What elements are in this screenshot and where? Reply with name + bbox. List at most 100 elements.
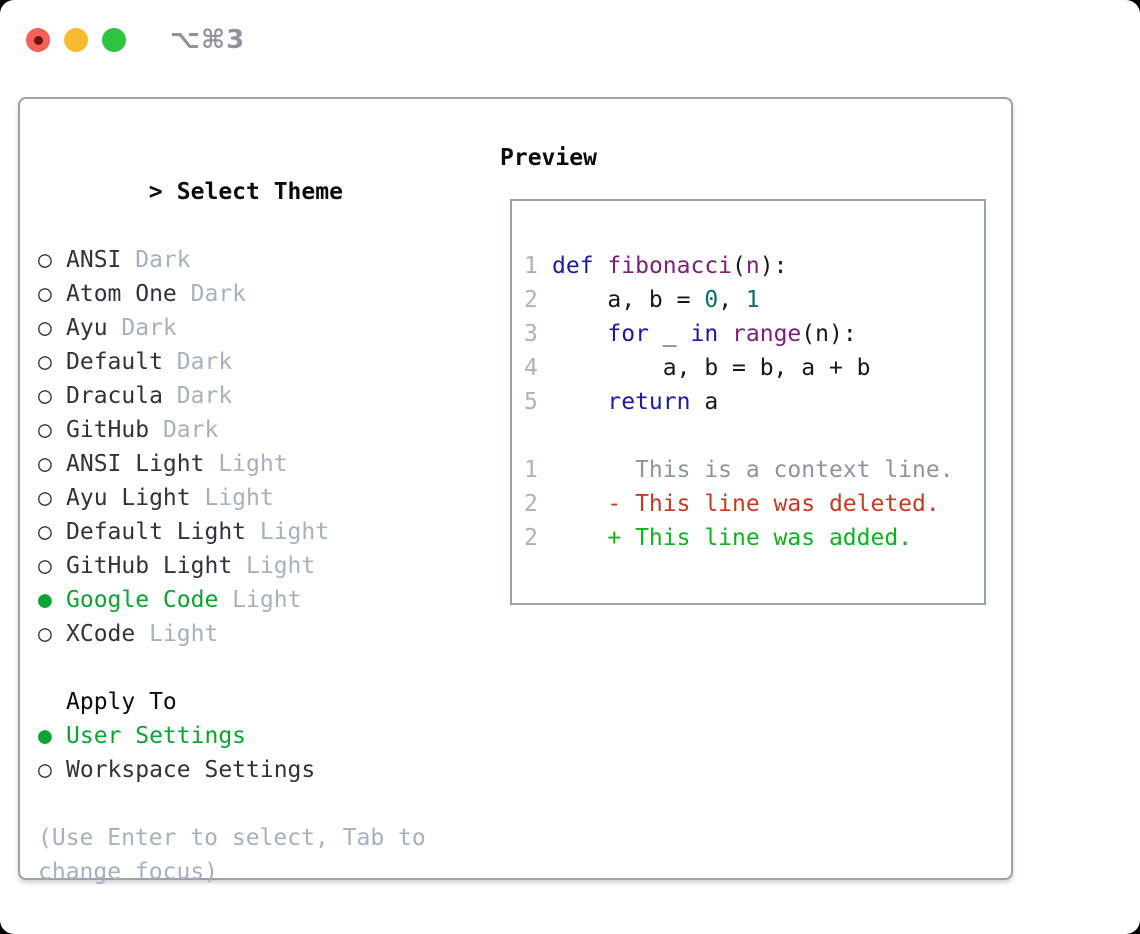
help-line-1: (Use Enter to select, Tab to <box>38 825 426 851</box>
code-token: a, b = b, a + b <box>552 355 871 381</box>
focus-caret-icon: > <box>148 179 163 205</box>
theme-variant: Light <box>204 451 288 477</box>
code-token <box>552 321 607 347</box>
line-number: 5 <box>524 389 538 415</box>
apply-to-header: Apply To <box>66 689 177 715</box>
theme-variant: Dark <box>162 349 233 375</box>
code-token <box>552 389 607 415</box>
code-line: 2 a, b = 0, 1 <box>524 283 984 317</box>
diff-text: - This line was deleted. <box>552 491 940 517</box>
maximize-button[interactable] <box>102 28 126 52</box>
diff-text: + This line was added. <box>552 525 913 551</box>
theme-column: >Select Theme ○ANSI Dark○Atom One Dark○A… <box>38 141 426 889</box>
code-token: a, b = <box>552 287 705 313</box>
diff-line-added: 2 + This line was added. <box>524 521 984 555</box>
apply-to-name: User Settings <box>66 723 247 749</box>
line-number: 1 <box>524 457 538 483</box>
window-title: ⌥⌘3 <box>170 25 246 55</box>
radio-icon: ○ <box>38 485 52 511</box>
theme-option[interactable]: ○Ayu Dark <box>38 311 426 345</box>
theme-variant: Light <box>246 519 330 545</box>
spacer <box>524 419 984 453</box>
code-token: a <box>690 389 719 415</box>
theme-variant: Dark <box>107 315 177 341</box>
theme-option[interactable]: ○GitHub Dark <box>38 413 426 447</box>
diff-preview: 1 This is a context line.2 - This line w… <box>524 453 984 555</box>
apply-to-name: Workspace Settings <box>66 757 316 783</box>
select-theme-title: Select Theme <box>176 179 343 205</box>
theme-variant: Light <box>135 621 219 647</box>
line-number: 4 <box>524 355 538 381</box>
theme-option[interactable]: ○Default Dark <box>38 345 426 379</box>
theme-option[interactable]: ○ANSI Dark <box>38 243 426 277</box>
code-token: , <box>718 287 746 313</box>
radio-icon: ○ <box>38 757 52 783</box>
theme-variant: Dark <box>149 417 219 443</box>
line-number: 2 <box>524 491 538 517</box>
radio-icon: ○ <box>38 315 52 341</box>
diff-line-deleted: 2 - This line was deleted. <box>524 487 984 521</box>
theme-name: ANSI <box>66 247 122 273</box>
theme-option[interactable]: ○ GitHub Light Light <box>38 549 426 583</box>
theme-name: ANSI Light <box>66 451 205 477</box>
preview-label: Preview <box>500 145 597 171</box>
code-token: n <box>745 253 760 279</box>
selected-radio-icon: ● <box>38 723 52 749</box>
theme-name: Atom One <box>66 281 177 307</box>
theme-variant: Dark <box>162 383 233 409</box>
radio-icon: ○ <box>38 247 52 273</box>
theme-option[interactable]: ●Google Code Light <box>38 583 426 617</box>
line-number: 2 <box>524 525 538 551</box>
apply-to-option[interactable]: ○ Workspace Settings <box>38 753 426 787</box>
diff-line-context: 1 This is a context line. <box>524 453 984 487</box>
code-token: 1 <box>745 287 760 313</box>
code-token <box>594 253 608 279</box>
code-line: 3 for _ in range(n): <box>524 317 984 351</box>
radio-icon: ○ <box>38 281 52 307</box>
radio-icon: ○ <box>38 621 52 647</box>
diff-text: This is a context line. <box>552 457 954 483</box>
theme-option[interactable]: ○Default Light Light <box>38 515 426 549</box>
apply-to-list: ● User Settings ○ Workspace Settings <box>38 719 426 787</box>
theme-option[interactable]: ○ XCode Light <box>38 617 426 651</box>
theme-variant: Light <box>218 587 302 613</box>
theme-name: Default <box>66 349 163 375</box>
line-number: 3 <box>524 321 538 347</box>
theme-option[interactable]: ○ANSI Light Light <box>38 447 426 481</box>
select-theme-header: > Select Theme <box>38 141 426 243</box>
theme-option[interactable]: ○ Dracula Dark <box>38 379 426 413</box>
theme-list: ○ANSI Dark○Atom One Dark○Ayu Dark○Defaul… <box>38 243 426 651</box>
code-token <box>718 321 732 347</box>
help-text: (Use Enter to select, Tab to change focu… <box>38 821 426 889</box>
theme-variant: Light <box>232 553 316 579</box>
code-token: ): <box>759 253 788 279</box>
theme-name: Ayu Light <box>66 485 191 511</box>
code-token: def <box>552 253 594 279</box>
code-token: fibonacci <box>607 253 733 279</box>
radio-icon: ○ <box>38 553 52 579</box>
close-button[interactable] <box>26 28 50 52</box>
minimize-button[interactable] <box>64 28 88 52</box>
theme-name: Default Light <box>66 519 247 545</box>
apply-to-option[interactable]: ● User Settings <box>38 719 426 753</box>
theme-name: GitHub Light <box>66 553 233 579</box>
titlebar: ⌥⌘3 <box>26 25 245 55</box>
selected-radio-icon: ● <box>38 587 52 613</box>
theme-name: XCode <box>66 621 136 647</box>
theme-option[interactable]: ○Ayu Light Light <box>38 481 426 515</box>
code-token: 0 <box>704 287 719 313</box>
code-token: return <box>607 389 691 415</box>
radio-icon: ○ <box>38 383 52 409</box>
spacer <box>38 651 426 685</box>
help-line-2: change focus) <box>38 859 219 885</box>
theme-picker-panel: >Select Theme ○ANSI Dark○Atom One Dark○A… <box>18 97 1013 885</box>
code-line: 5 return a <box>524 385 984 419</box>
theme-option[interactable]: ○Atom One Dark <box>38 277 426 311</box>
code-token: in <box>690 321 719 347</box>
theme-name: Dracula <box>66 383 163 409</box>
theme-name: GitHub <box>66 417 150 443</box>
